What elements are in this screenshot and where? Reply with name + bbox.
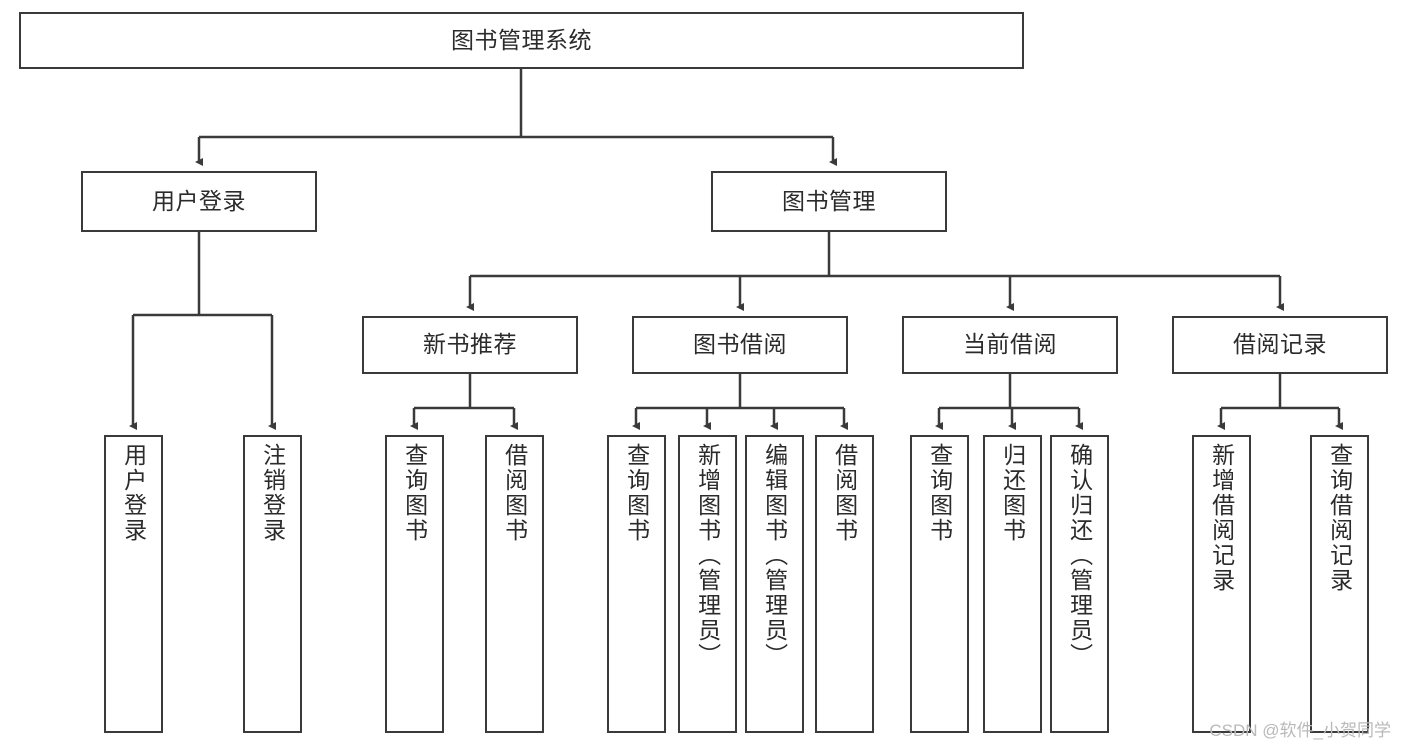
node-leaf-return-book-label: 归还图书 — [999, 443, 1026, 543]
node-leaf-add-borrow-record-label: 新增借阅记录 — [1208, 443, 1235, 593]
node-leaf-edit-book-admin-label: 编辑图书（管理员） — [761, 443, 788, 668]
node-leaf-query-book-1-label: 查询图书 — [401, 443, 428, 543]
node-leaf-return-book[interactable]: 归还图书 — [983, 435, 1042, 733]
node-leaf-borrow-book-2-label: 借阅图书 — [831, 443, 858, 543]
node-book-manage-label: 图书管理 — [782, 187, 876, 214]
node-leaf-borrow-book-2[interactable]: 借阅图书 — [815, 435, 874, 733]
node-leaf-borrow-book-1[interactable]: 借阅图书 — [485, 435, 544, 733]
node-leaf-user-login[interactable]: 用户登录 — [104, 435, 163, 733]
node-current-borrow-label: 当前借阅 — [963, 331, 1057, 358]
node-leaf-query-borrow-record-label: 查询借阅记录 — [1326, 443, 1353, 593]
watermark: CSDN @软件_小贺同学 — [1209, 721, 1391, 740]
node-root[interactable]: 图书管理系统 — [19, 12, 1024, 69]
node-borrow-record[interactable]: 借阅记录 — [1172, 316, 1388, 374]
node-user-login-label: 用户登录 — [152, 187, 246, 214]
node-book-borrow[interactable]: 图书借阅 — [632, 316, 848, 374]
node-root-label: 图书管理系统 — [451, 26, 592, 53]
node-leaf-query-borrow-record[interactable]: 查询借阅记录 — [1310, 435, 1369, 733]
node-leaf-add-book-admin-label: 新增图书（管理员） — [694, 443, 721, 668]
node-leaf-borrow-book-1-label: 借阅图书 — [501, 443, 528, 543]
node-leaf-query-book-2-label: 查询图书 — [623, 443, 650, 543]
node-leaf-query-book-3[interactable]: 查询图书 — [910, 435, 969, 733]
node-borrow-record-label: 借阅记录 — [1233, 331, 1327, 358]
node-leaf-edit-book-admin[interactable]: 编辑图书（管理员） — [745, 435, 804, 733]
node-current-borrow[interactable]: 当前借阅 — [902, 316, 1118, 374]
node-new-book-recommend[interactable]: 新书推荐 — [362, 316, 578, 374]
node-leaf-add-book-admin[interactable]: 新增图书（管理员） — [678, 435, 737, 733]
node-leaf-confirm-return-admin[interactable]: 确认归还（管理员） — [1050, 435, 1109, 733]
node-leaf-add-borrow-record[interactable]: 新增借阅记录 — [1192, 435, 1251, 733]
node-book-manage[interactable]: 图书管理 — [711, 171, 947, 232]
node-leaf-query-book-3-label: 查询图书 — [926, 443, 953, 543]
node-leaf-confirm-return-admin-label: 确认归还（管理员） — [1066, 443, 1093, 668]
node-book-borrow-label: 图书借阅 — [693, 331, 787, 358]
node-leaf-user-logout[interactable]: 注销登录 — [243, 435, 302, 733]
node-leaf-user-logout-label: 注销登录 — [259, 443, 286, 543]
node-new-book-recommend-label: 新书推荐 — [423, 331, 517, 358]
node-user-login[interactable]: 用户登录 — [81, 171, 317, 232]
node-leaf-query-book-1[interactable]: 查询图书 — [385, 435, 444, 733]
node-leaf-user-login-label: 用户登录 — [120, 443, 147, 543]
node-leaf-query-book-2[interactable]: 查询图书 — [607, 435, 666, 733]
